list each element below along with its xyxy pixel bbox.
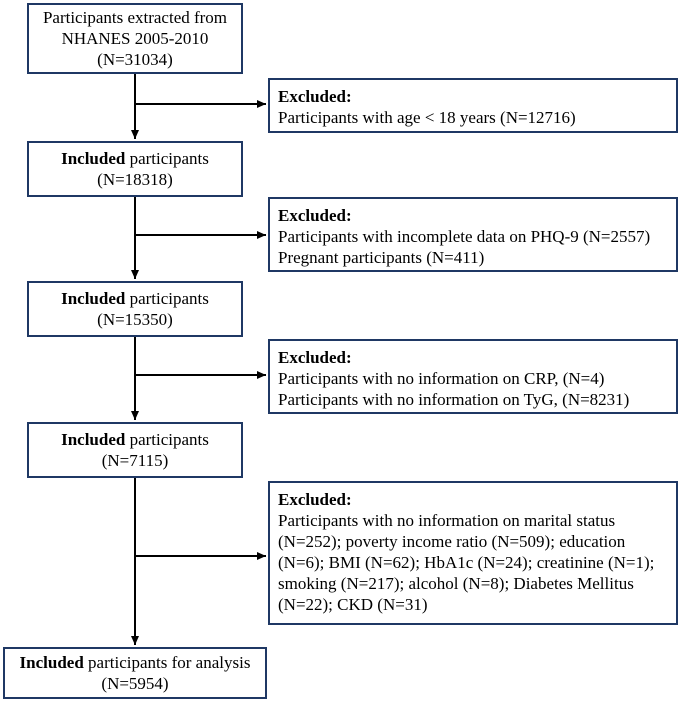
exclusion-4-line-4: smoking (N=217); alcohol (N=8); Diabetes… <box>278 574 634 593</box>
included-box-3: Included participants (N=7115) <box>27 422 243 478</box>
included-3-rest: participants <box>125 430 209 449</box>
exclusion-1-line-1: Participants with age < 18 years (N=1271… <box>278 108 576 127</box>
included-box-1: Included participants (N=18318) <box>27 141 243 197</box>
final-rest: participants for analysis <box>83 653 251 672</box>
exclusion-4-line-5: (N=22); CKD (N=31) <box>278 595 428 614</box>
start-box: Participants extracted from NHANES 2005-… <box>27 3 243 74</box>
exclusion-1-title: Excluded: <box>278 87 352 106</box>
exclusion-3-line-1: Participants with no information on CRP,… <box>278 369 605 388</box>
included-1-rest: participants <box>125 149 209 168</box>
included-box-2: Included participants (N=15350) <box>27 281 243 337</box>
exclusion-3-title: Excluded: <box>278 348 352 367</box>
included-3-label: Included participants <box>29 429 241 450</box>
exclusion-box-2: Excluded: Participants with incomplete d… <box>268 197 678 272</box>
exclusion-box-1: Excluded: Participants with age < 18 yea… <box>268 78 678 133</box>
exclusion-4-line-1: Participants with no information on mari… <box>278 511 616 530</box>
included-2-bold: Included <box>61 289 126 308</box>
exclusion-4-line-2: (N=252); poverty income ratio (N=509); e… <box>278 532 626 551</box>
included-2-count: (N=15350) <box>97 310 173 329</box>
included-2-label: Included participants <box>29 288 241 309</box>
included-1-bold: Included <box>61 149 126 168</box>
exclusion-2-line-2: Pregnant participants (N=411) <box>278 248 485 267</box>
included-3-count: (N=7115) <box>101 451 169 470</box>
included-3-bold: Included <box>61 430 126 449</box>
included-2-rest: participants <box>125 289 209 308</box>
final-label: Included participants for analysis <box>5 652 265 673</box>
exclusion-box-3: Excluded: Participants with no informati… <box>268 339 678 414</box>
final-count: (N=5954) <box>101 674 169 693</box>
included-1-count: (N=18318) <box>97 170 173 189</box>
final-bold: Included <box>19 653 84 672</box>
start-line-1: Participants extracted from <box>42 8 228 27</box>
exclusion-2-line-1: Participants with incomplete data on PHQ… <box>278 227 651 246</box>
exclusion-4-title: Excluded: <box>278 490 352 509</box>
final-box: Included participants for analysis (N=59… <box>3 647 267 699</box>
start-line-2: NHANES 2005-2010 <box>61 29 209 48</box>
included-1-label: Included participants <box>29 148 241 169</box>
exclusion-4-line-3: (N=6); BMI (N=62); HbA1c (N=24); creatin… <box>278 553 655 572</box>
exclusion-3-line-2: Participants with no information on TyG,… <box>278 390 630 409</box>
exclusion-2-title: Excluded: <box>278 206 352 225</box>
start-line-3: (N=31034) <box>97 50 173 69</box>
exclusion-box-4: Excluded: Participants with no informati… <box>268 481 678 625</box>
